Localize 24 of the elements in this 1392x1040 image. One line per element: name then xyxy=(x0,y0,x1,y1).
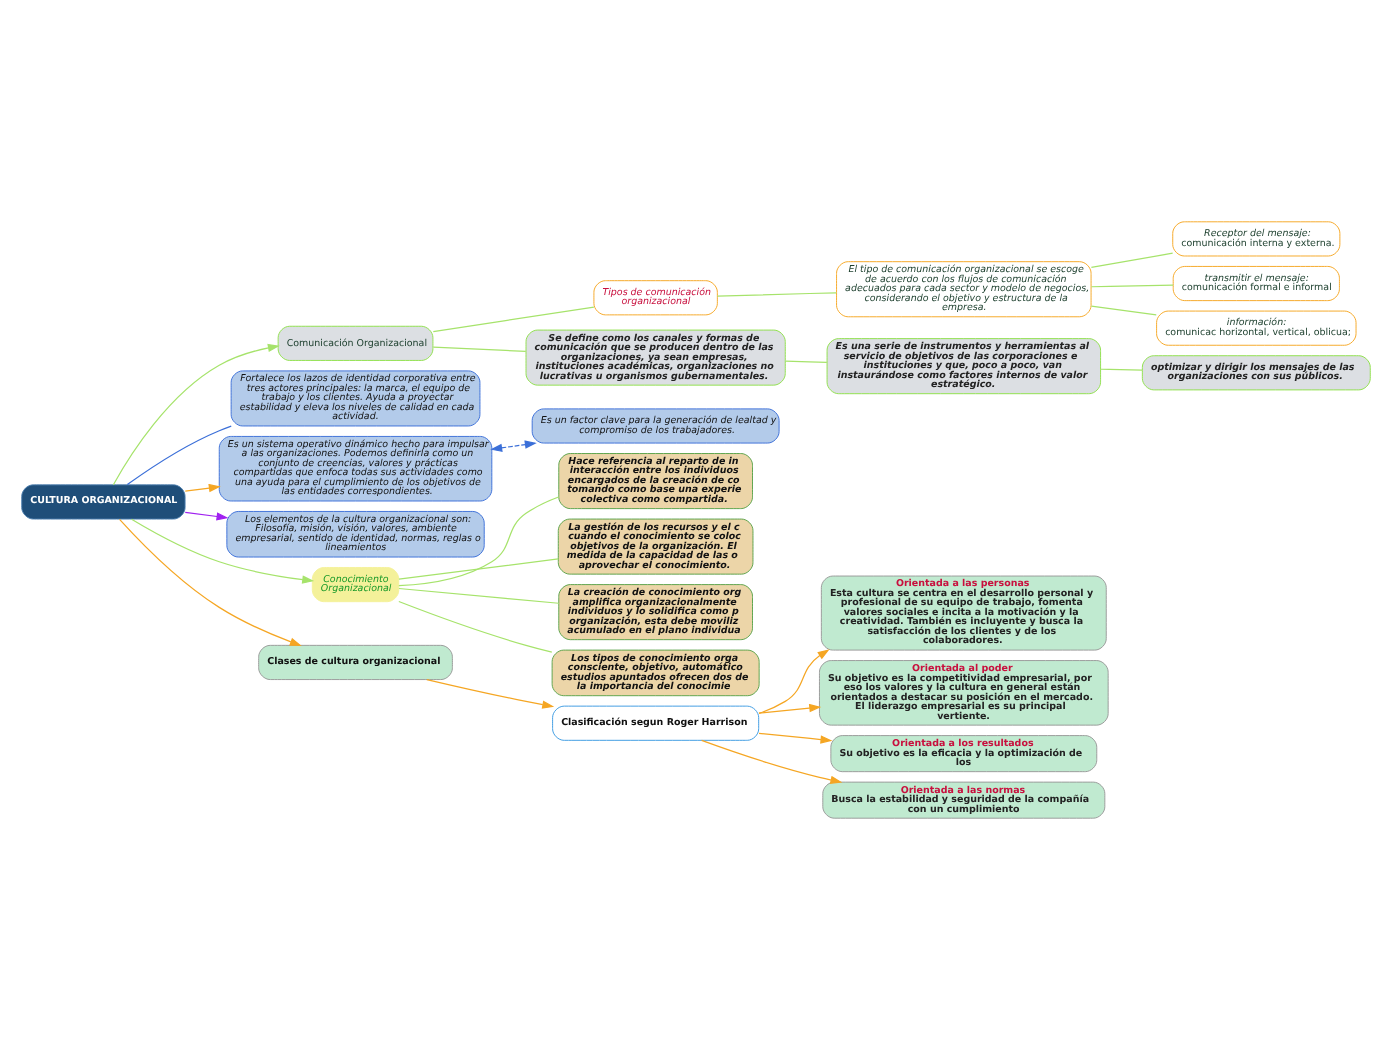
arrow xyxy=(118,518,302,646)
connector xyxy=(398,587,560,604)
connector xyxy=(398,600,553,653)
arrow xyxy=(112,343,280,486)
arrow xyxy=(490,440,537,452)
arrow xyxy=(758,649,830,714)
connector xyxy=(432,306,595,333)
connector xyxy=(716,292,837,297)
connector xyxy=(398,558,559,580)
connector xyxy=(1090,284,1174,288)
arrow xyxy=(184,483,221,493)
connector xyxy=(1090,305,1157,316)
arrow xyxy=(701,739,843,785)
connector xyxy=(126,425,232,486)
arrow xyxy=(130,518,315,584)
arrow xyxy=(758,732,833,744)
connector xyxy=(398,496,560,587)
connector xyxy=(432,346,527,353)
connector xyxy=(1090,252,1174,268)
arrow xyxy=(184,511,229,521)
arrow xyxy=(426,678,555,709)
connector xyxy=(1100,368,1143,371)
arrow xyxy=(758,703,822,714)
connector xyxy=(784,360,828,363)
